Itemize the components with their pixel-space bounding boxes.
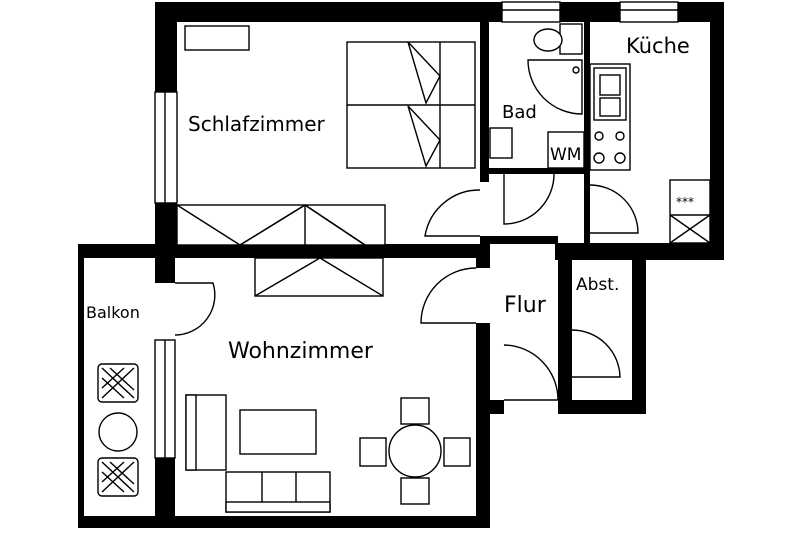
- wardrobe: [176, 204, 386, 246]
- balcony: [97, 363, 139, 497]
- label-abst: Abst.: [576, 275, 619, 295]
- bedroom: [176, 25, 481, 246]
- balcony-table: [98, 412, 138, 452]
- label-wohnzimmer: Wohnzimmer: [228, 339, 374, 364]
- dining-table: [388, 424, 442, 478]
- coffee-table: [239, 409, 317, 455]
- toilet-icon: [533, 28, 563, 52]
- nightstand: [184, 25, 250, 51]
- label-balkon: Balkon: [86, 303, 140, 322]
- chair-left: [359, 437, 387, 467]
- label-kueche: Küche: [626, 34, 690, 58]
- shower-icon: [527, 59, 583, 115]
- toilet-tank: [559, 23, 583, 55]
- chair-bottom: [400, 477, 430, 505]
- label-stove-marker: ***: [676, 195, 694, 209]
- hallway: [503, 329, 621, 401]
- label-schlafzimmer: Schlafzimmer: [188, 112, 326, 136]
- chair-right: [443, 437, 471, 467]
- tv-cabinet: [254, 257, 384, 297]
- kitchen: [589, 63, 711, 244]
- label-washing-machine: WM: [550, 145, 581, 165]
- label-bad: Bad: [502, 102, 537, 123]
- labels: Schlafzimmer Bad Küche Flur Abst. Balkon…: [86, 34, 694, 364]
- label-flur: Flur: [504, 293, 547, 318]
- bathroom: [489, 23, 585, 225]
- chair-top: [400, 397, 430, 425]
- sink-icon: [489, 127, 513, 159]
- walls: [78, 2, 724, 528]
- windows: [154, 1, 679, 459]
- fridge: [669, 179, 711, 244]
- living-room: [174, 257, 477, 513]
